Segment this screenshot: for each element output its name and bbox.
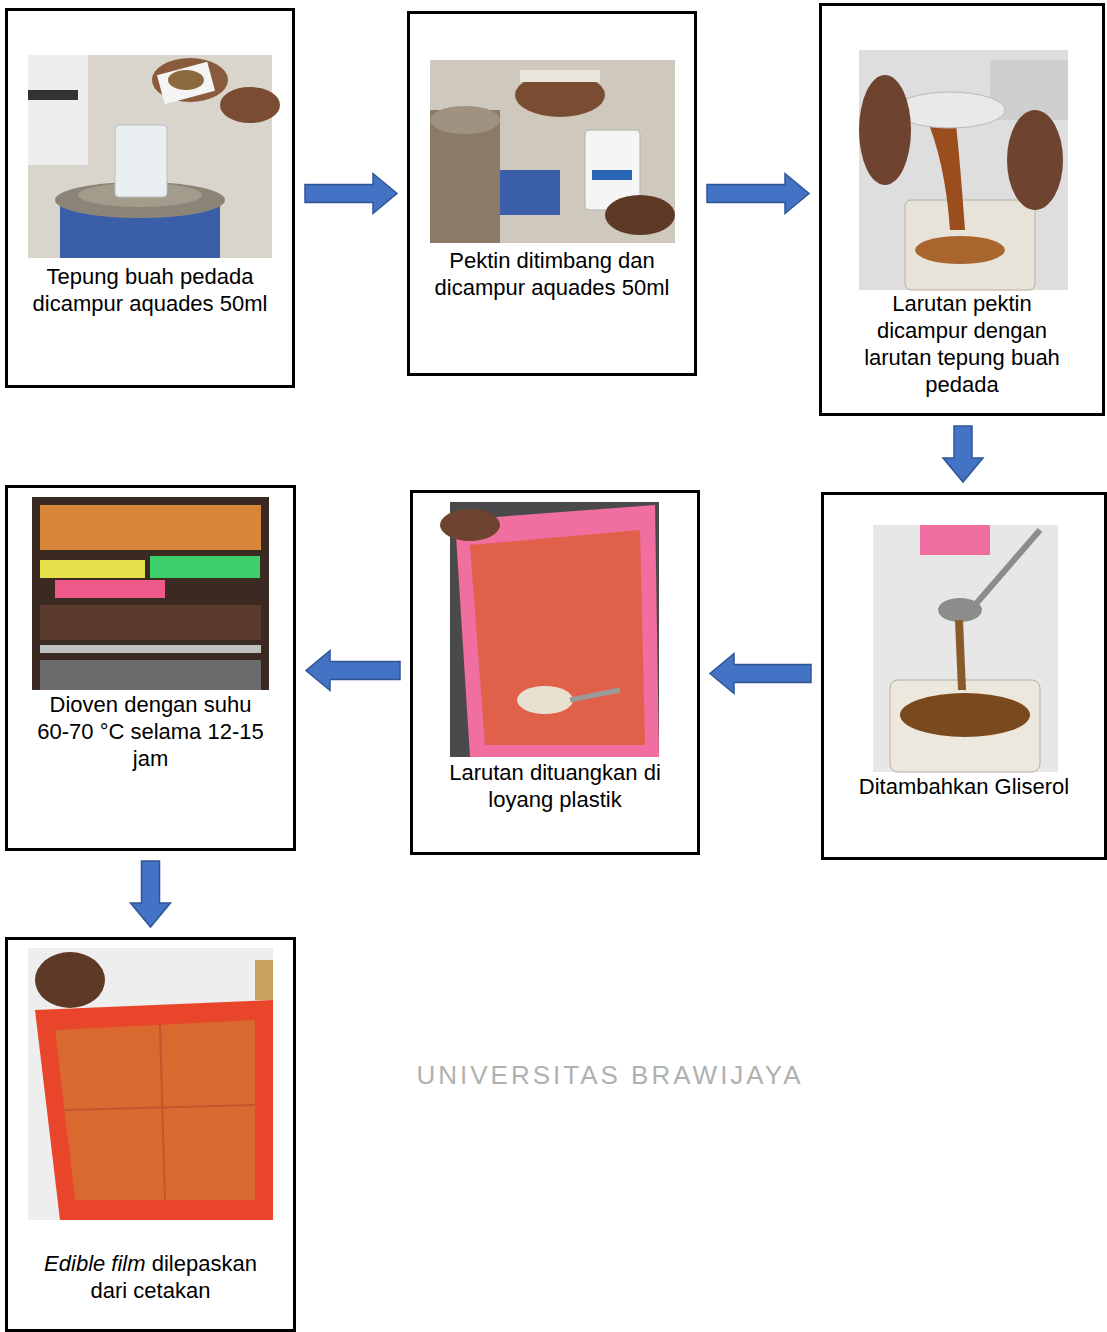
process-box: Larutan pektin dicampur dengan larutan t… [819,3,1105,416]
photo-illustration [873,525,1058,772]
process-box: Larutan dituangkan di loyang plastik [410,490,700,855]
process-box: Edible film dilepaskan dari cetakan [5,937,296,1332]
flow-arrow [305,174,397,214]
text-area: Larutan pektin dicampur dengan larutan t… [848,290,1076,398]
process-box: Tepung buah pedada dicampur aquades 50ml [5,8,295,388]
text-area: Pektin ditimbang dan dicampur aquades 50… [430,247,674,301]
photo-illustration [28,948,273,1220]
process-box: Pektin ditimbang dan dicampur aquades 50… [407,11,697,376]
flow-arrow [306,651,400,691]
step-caption: Pektin ditimbang dan dicampur aquades 50… [430,247,674,301]
step-caption: Ditambahkan Gliserol [829,773,1099,800]
text-area: Larutan dituangkan di loyang plastik [429,759,681,813]
text-area: Tepung buah pedada dicampur aquades 50ml [28,263,272,317]
flow-arrow [707,174,809,214]
photo-illustration [430,60,675,243]
photo-illustration [32,497,269,690]
flow-arrow [943,426,983,482]
step-caption: Larutan dituangkan di loyang plastik [429,759,681,813]
step-caption: Edible film dilepaskan dari cetakan [29,1250,273,1304]
flow-arrow [710,654,811,694]
step-caption: Dioven dengan suhu 60-70 °C selama 12-15… [37,691,265,772]
process-box: Dioven dengan suhu 60-70 °C selama 12-15… [5,485,296,851]
photo-illustration [859,50,1068,290]
flow-arrow [131,861,171,927]
process-box: Ditambahkan Gliserol [821,492,1107,860]
text-area: Ditambahkan Gliserol [829,773,1099,800]
photo-illustration [440,502,659,757]
text-area: Dioven dengan suhu 60-70 °C selama 12-15… [37,691,265,772]
step-caption: Tepung buah pedada dicampur aquades 50ml [28,263,272,317]
photo-illustration [28,55,280,258]
step-caption: Larutan pektin dicampur dengan larutan t… [848,290,1076,398]
text-area: Edible film dilepaskan dari cetakan [29,1250,273,1304]
watermark: UNIVERSITAS BRAWIJAYA [380,1060,840,1091]
